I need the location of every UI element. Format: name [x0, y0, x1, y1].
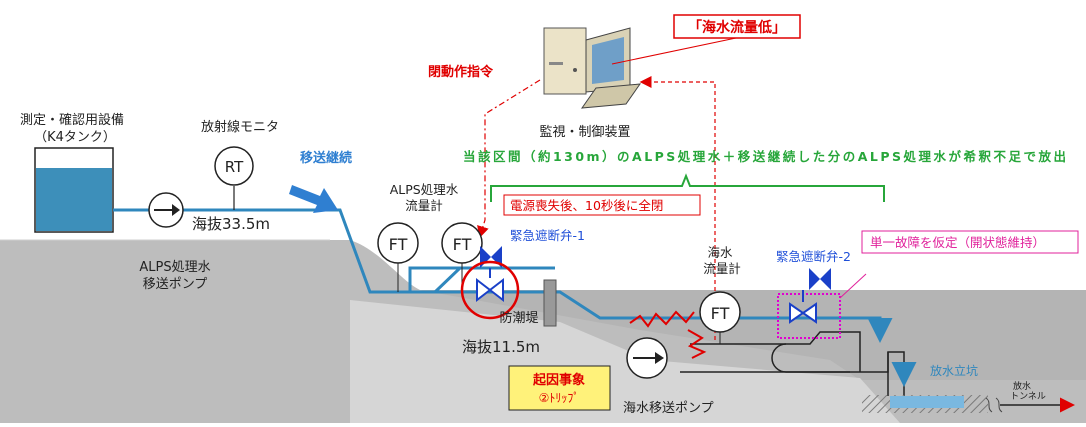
ft-1: FT [389, 235, 408, 254]
valve2-label: 緊急遮断弁-2 [776, 249, 851, 264]
event-title: 起因事象 [532, 372, 585, 388]
single-failure-text: 単一故障を仮定（開状態維持） [870, 235, 1045, 250]
alps-pump-label-1: ALPS処理水 [139, 260, 210, 275]
alps-pump-label-2: 移送ポンプ [143, 277, 208, 292]
command-line [477, 79, 541, 239]
tunnel-label-1: 放水 [1013, 380, 1031, 392]
valve-2-actuator-icon [809, 268, 831, 290]
elevation-high: 海抜33.5m [192, 215, 270, 233]
alps-flowmeter-label-1: ALPS処理水 [390, 182, 459, 197]
valve-2-body-icon [789, 290, 817, 324]
transfer-continue: 移送継続 [300, 150, 352, 166]
green-note: 当該区間（約130m）のALPS処理水＋移送継続した分のALPS処理水が希釈不足… [463, 149, 1066, 164]
seawater-pump-label: 海水移送ポンプ [623, 401, 714, 416]
k4-tank [34, 147, 114, 233]
ft-3: FT [711, 304, 730, 323]
valve-command: 閉動作指令 [428, 64, 494, 80]
alert-text: 「海水流量低」 [688, 19, 786, 36]
valve-2-dotted-box [777, 293, 841, 339]
seawall [543, 279, 557, 327]
ft-2: FT [453, 235, 472, 254]
seawater-flowmeter-label-1: 海水 [707, 245, 733, 260]
alps-flow-meter-icons [377, 222, 483, 292]
rt-label: RT [225, 158, 244, 176]
alps-flowmeter-label-2: 流量計 [405, 198, 443, 213]
feedback-line [639, 76, 716, 340]
spark-icon-2 [687, 329, 707, 359]
radiation-monitor-label: 放射線モニタ [201, 119, 279, 135]
seawall-label: 防潮堤 [499, 310, 538, 326]
alps-transfer-pump [148, 192, 184, 228]
valve1-label: 緊急遮断弁-1 [510, 228, 585, 243]
valve-1-highlight [460, 260, 520, 320]
single-failure-pointer [839, 273, 867, 299]
single-failure-box [861, 230, 1079, 254]
seawater-flow-meter-icon [699, 291, 741, 333]
transfer-arrow [289, 185, 338, 213]
event-box [508, 365, 611, 411]
alert-box [673, 14, 801, 39]
monitor-control-label: 監視・制御装置 [539, 124, 630, 140]
discharge-shaft-label: 放水立坑 [930, 363, 978, 378]
power-loss-text: 電源喪失後、10秒後に全閉 [510, 198, 663, 213]
spark-icon [629, 310, 695, 328]
green-brace [490, 173, 885, 202]
tank-title-2: （K4タンク） [34, 130, 116, 145]
power-loss-box [503, 194, 701, 216]
tunnel-label-2: トンネル [1010, 391, 1046, 402]
computer-icon [543, 27, 642, 109]
radiation-monitor-icon [214, 146, 254, 186]
shaft-pipe [771, 343, 905, 396]
ground [0, 239, 1086, 423]
tank-title-1: 測定・確認用設備 [20, 112, 124, 128]
seawater-flowmeter-label-2: 流量計 [703, 261, 741, 276]
elevation-low: 海抜11.5m [462, 338, 540, 356]
discharge-shaft [862, 395, 1003, 413]
event-sub: ②ﾄﾘｯﾌﾟ [539, 391, 580, 405]
valve-1-body-icon [476, 268, 504, 303]
seawater-pump [626, 337, 668, 379]
